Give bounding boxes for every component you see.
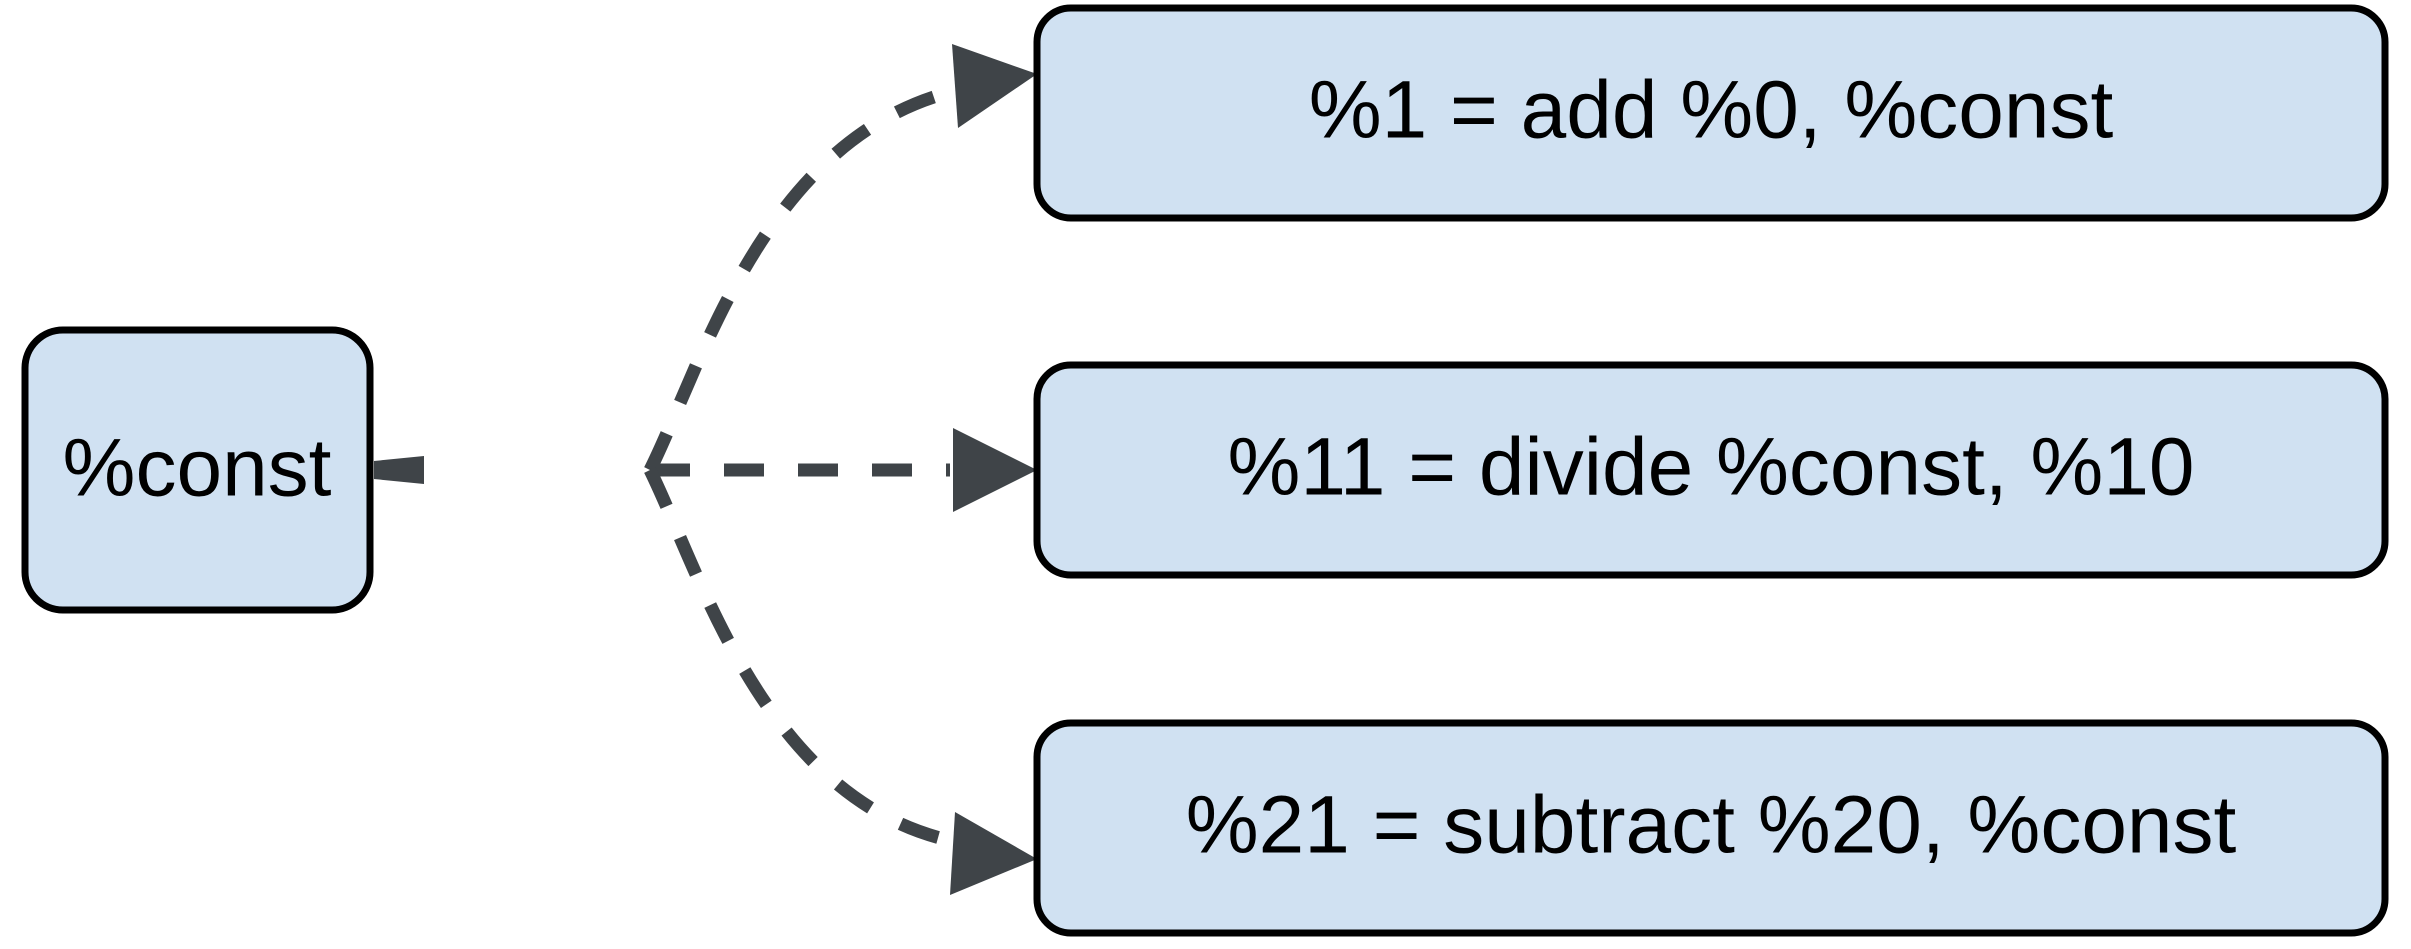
node-n11-label: %11 = divide %const, %10 (1227, 422, 2194, 513)
node-const-shape[interactable] (21, 326, 374, 614)
node-n1[interactable]: %1 = add %0, %const (1033, 4, 2389, 222)
node-n11-shape[interactable] (1033, 361, 2389, 579)
edge-source-stub (374, 456, 424, 484)
node-const-label: %const (63, 423, 332, 514)
node-n11[interactable]: %11 = divide %const, %10 (1033, 361, 2389, 579)
node-n1-label: %1 = add %0, %const (1309, 65, 2114, 156)
edge-const-to-n1[interactable] (644, 44, 1037, 473)
edges-layer (374, 44, 1037, 895)
node-n21-shape[interactable] (1033, 719, 2389, 937)
node-n21-label: %21 = subtract %20, %const (1186, 780, 2237, 871)
node-n1-shape[interactable] (1033, 4, 2389, 222)
node-const[interactable]: %const (21, 326, 374, 614)
edge-const-to-n21[interactable] (644, 467, 1037, 895)
node-n21[interactable]: %21 = subtract %20, %const (1033, 719, 2389, 937)
nodes-layer: %const %1 = add %0, %const %11 = divide … (21, 4, 2389, 937)
edge-const-to-n11[interactable] (650, 428, 1037, 512)
